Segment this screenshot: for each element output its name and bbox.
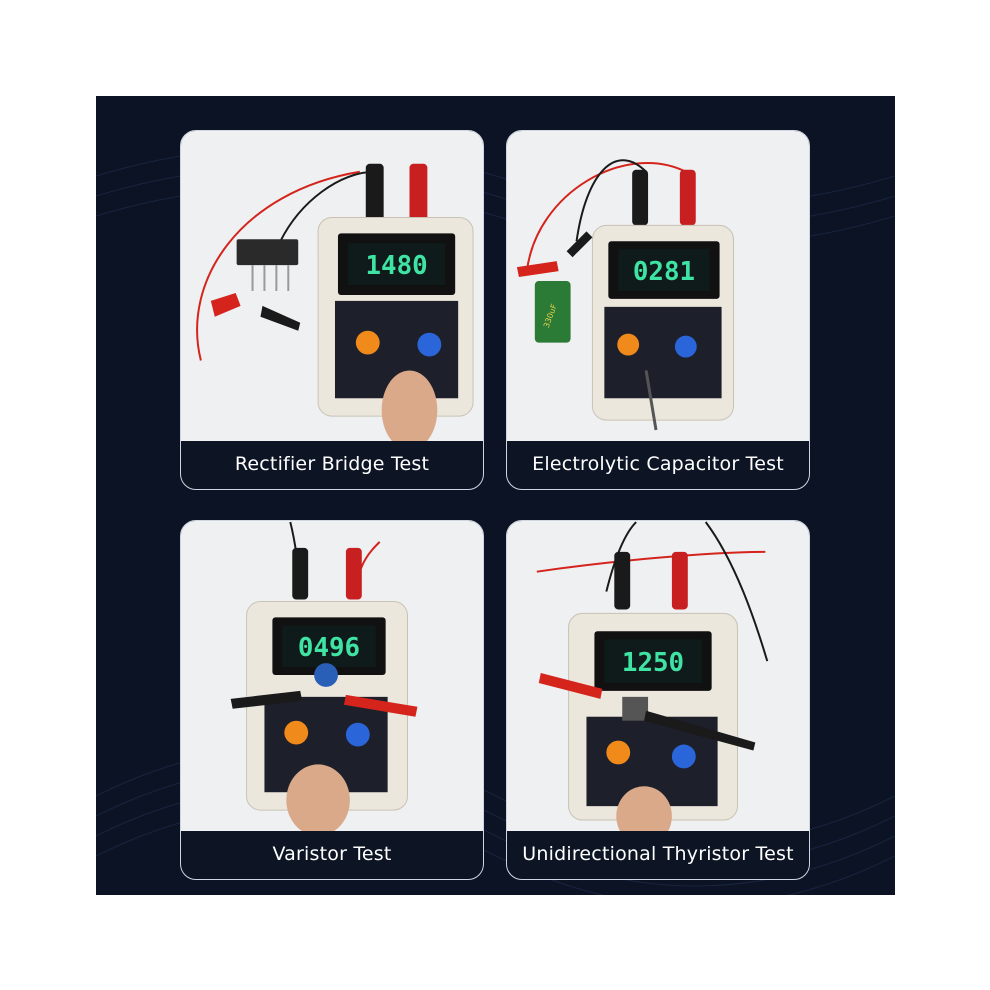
panel-caption: Rectifier Bridge Test [234,453,430,475]
panel-varistor: 0496 Varistor Test [180,520,484,880]
tester-illustration: 0496 [181,521,483,831]
tester-photo: 1480 [181,131,483,441]
panel-rectifier-bridge: 1480 Rectifier Bridge Test [180,130,484,490]
background-panel: 1480 Rectifier Bridge Test [96,96,895,895]
panel-electrolytic-capacitor: 0281 330uF Electrolytic Capacitor Test [506,130,810,490]
display-reading: 0281 [633,257,695,287]
panel-caption: Varistor Test [272,843,392,865]
panel-caption: Electrolytic Capacitor Test [532,453,784,475]
tester-photo: 1250 [507,521,809,831]
display-reading: 0496 [298,633,360,663]
tester-illustration: 1250 [507,521,809,831]
tester-illustration: 1480 [181,132,483,441]
tester-photo: 0281 330uF [507,131,809,441]
display-reading: 1480 [365,251,427,281]
panel-caption: Unidirectional Thyristor Test [522,843,794,865]
panel-unidirectional-thyristor: 1250 Unidirectional Thyristor Test [506,520,810,880]
tester-photo: 0496 [181,521,483,831]
tester-illustration: 0281 330uF [507,132,809,440]
display-reading: 1250 [622,648,684,678]
